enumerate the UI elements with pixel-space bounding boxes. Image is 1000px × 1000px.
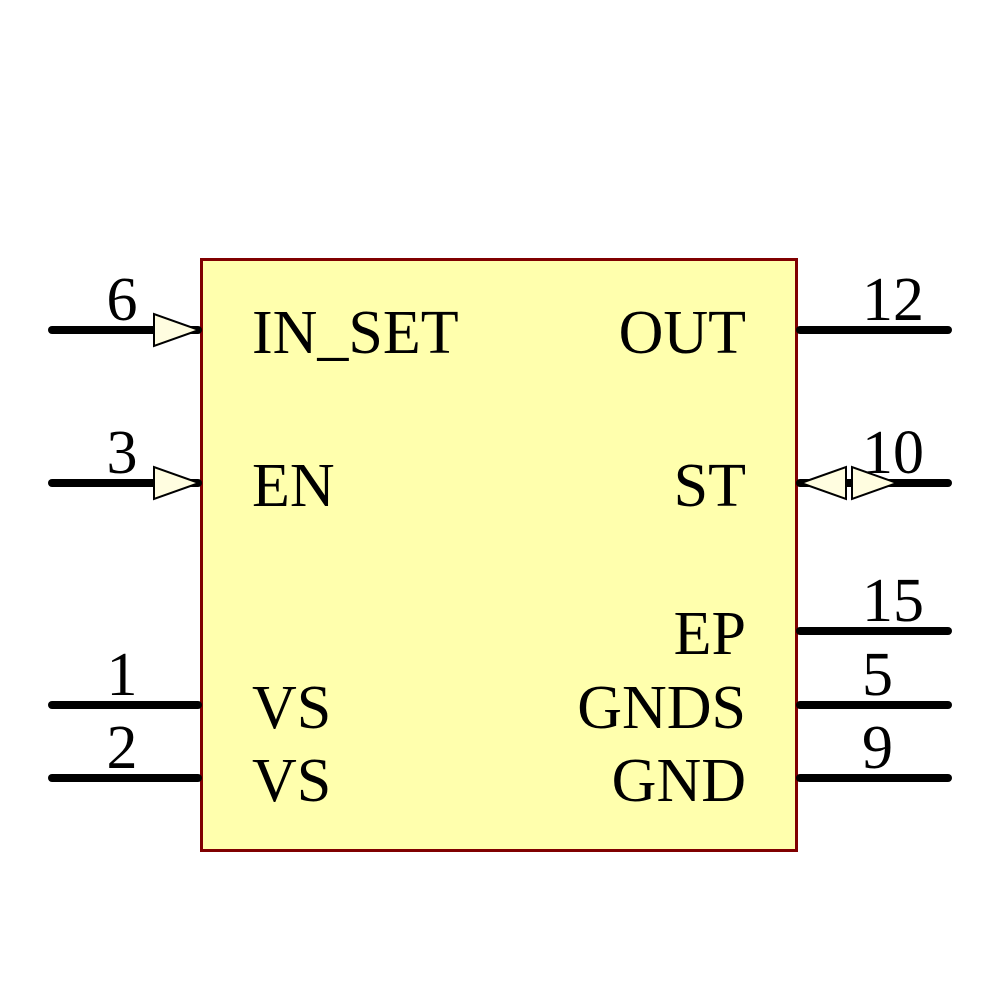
pin-number: 2: [106, 714, 138, 782]
input-arrow-icon: [153, 465, 202, 501]
pin-wire-12[interactable]: [796, 326, 952, 334]
pin-label: EP: [673, 600, 746, 668]
pin-label: EN: [252, 452, 335, 520]
pin-number: 9: [862, 714, 893, 782]
pin-number: 5: [862, 641, 893, 709]
pin-label: VS: [252, 747, 332, 815]
pin-wire-1[interactable]: [48, 701, 202, 709]
pin-label: OUT: [618, 299, 746, 367]
pin-number: 6: [106, 266, 138, 334]
pin-wire-3[interactable]: [48, 479, 202, 487]
pin-label: GND: [611, 747, 746, 815]
pin-wire-15[interactable]: [796, 627, 952, 635]
pin-label: ST: [673, 452, 746, 520]
pin-wire-5[interactable]: [796, 701, 952, 709]
pin-number: 15: [862, 567, 924, 635]
pin-number: 1: [106, 641, 138, 709]
bidirectional-arrow-icon: [798, 465, 900, 501]
pin-wire-6[interactable]: [48, 326, 202, 334]
pin-wire-9[interactable]: [796, 774, 952, 782]
pin-number: 12: [862, 266, 924, 334]
pin-label: VS: [252, 674, 332, 742]
pin-number: 10: [862, 419, 924, 487]
input-arrow-icon: [153, 312, 202, 348]
component-body[interactable]: [200, 258, 798, 852]
pin-label: IN_SET: [252, 299, 459, 367]
pin-label: GNDS: [577, 674, 746, 742]
pin-number: 3: [106, 419, 138, 487]
pin-wire-2[interactable]: [48, 774, 202, 782]
